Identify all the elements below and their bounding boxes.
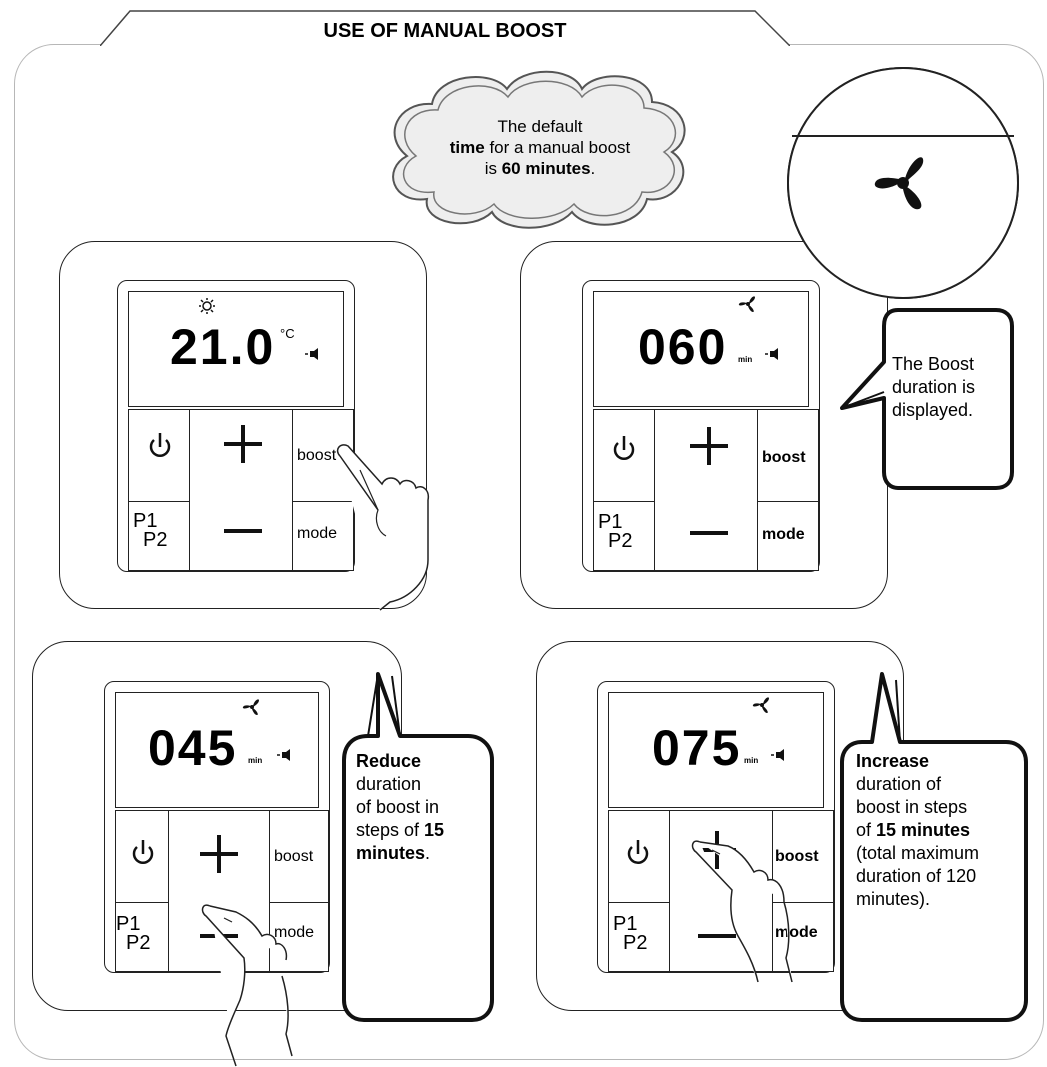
callout-line: duration of (856, 774, 942, 794)
power-button[interactable] (593, 409, 655, 502)
fan-icon (752, 697, 769, 713)
mode-button[interactable] (757, 501, 819, 571)
boost-label: boost (274, 848, 314, 865)
display-value: 045 (148, 720, 237, 776)
display-value: 060 (638, 319, 727, 375)
plus-icon (224, 425, 262, 463)
pointing-hand-icon (691, 840, 793, 983)
power-icon (132, 840, 154, 864)
p2-label: P2 (126, 932, 151, 954)
mode-label: mode (775, 924, 818, 941)
power-icon (627, 840, 649, 864)
p2-label: P2 (143, 529, 168, 551)
mode-label: mode (297, 525, 338, 542)
lcd-screen (608, 692, 824, 808)
minus-icon (224, 529, 262, 533)
thermostat-1 (117, 280, 355, 572)
p2-label: P2 (608, 530, 633, 552)
title-tab (100, 10, 790, 46)
thermostat-4 (597, 681, 835, 973)
cloud-line-3: is 60 minutes. (484, 159, 596, 178)
callout-line: boost in steps (856, 797, 968, 817)
callout-line: duration is (892, 377, 976, 397)
mode-label: mode (274, 924, 315, 941)
display-unit: min (738, 355, 752, 364)
minus-icon (690, 531, 728, 535)
thermostat-2 (582, 280, 820, 572)
cloud-shape (392, 70, 686, 229)
lcd-screen (115, 692, 319, 808)
callout-line: Reduce (356, 751, 422, 771)
callout-text-4: Increase duration of boost in steps of 1… (856, 750, 979, 911)
callout-text-3: Reduce duration of boost in steps of 15 … (356, 750, 444, 865)
callout-line: minutes). (856, 889, 931, 909)
p1-label: P1 (598, 511, 623, 533)
mode-label: mode (762, 526, 805, 543)
cloud-line-2: time for a manual boost (449, 138, 631, 157)
lcd-display-3: 045 min (148, 699, 290, 776)
callout-line: duration of 120 (856, 866, 977, 886)
callout-line: of boost in (356, 797, 440, 817)
callout-line: The Boost (892, 354, 975, 374)
display-value: 21.0 (170, 319, 275, 375)
p2-label: P2 (623, 932, 648, 954)
lcd-screen (128, 291, 344, 407)
boost-label: boost (762, 449, 806, 466)
boost-button[interactable] (772, 810, 834, 903)
callout-line: of 15 minutes (856, 820, 971, 840)
p1-label: P1 (116, 913, 141, 935)
lcd-screen (593, 291, 809, 407)
cloud-line-1: The default (497, 117, 583, 136)
lcd-display-2: 060 min (638, 296, 778, 375)
lcd-display-4: 075 min (652, 697, 784, 776)
sun-icon (199, 298, 215, 314)
mode-button[interactable] (772, 902, 834, 972)
callout-bubble-4 (840, 672, 1028, 1022)
minus-icon (698, 934, 736, 938)
callout-line: duration (356, 774, 422, 794)
pointing-hand-icon (201, 904, 293, 1067)
callout-bubble-2 (840, 308, 1014, 490)
callout-line: minutes. (356, 843, 431, 863)
fan-icon (738, 296, 755, 312)
plus-icon (200, 835, 238, 873)
callout-line: steps of 15 (356, 820, 445, 840)
plus-minus-button[interactable] (654, 409, 758, 571)
boost-label: boost (297, 447, 337, 464)
mode-button[interactable] (292, 501, 354, 571)
plus-icon (690, 427, 728, 465)
speaker-signal-icon (771, 749, 784, 761)
callout-text-2: The Boost duration is displayed. (892, 353, 975, 422)
callout-bubble-3 (342, 672, 494, 1022)
display-value: 075 (652, 720, 741, 776)
callout-line: (total maximum (856, 843, 980, 863)
lcd-display-1: 21.0 °C (170, 298, 318, 375)
display-unit: min (248, 756, 262, 765)
power-icon (149, 433, 171, 457)
p1-p2-button[interactable] (115, 902, 169, 972)
fan-icon (242, 699, 259, 715)
speaker-signal-icon (277, 749, 290, 761)
zoom-circle-overlay (787, 67, 1019, 299)
power-icon (613, 436, 635, 460)
pointing-hand-icon (336, 444, 430, 611)
p1-label: P1 (613, 913, 638, 935)
display-unit: °C (280, 326, 295, 341)
p1-label: P1 (133, 510, 158, 532)
callout-line: displayed. (892, 400, 974, 420)
page-title: USE OF MANUAL BOOST (323, 20, 567, 42)
callout-line: Increase (856, 751, 930, 771)
boost-label: boost (775, 848, 819, 865)
cloud-note: The default time for a manual boost is 6… (420, 116, 660, 179)
boost-button[interactable] (757, 409, 819, 502)
speaker-signal-icon (305, 348, 318, 360)
p1-p2-button[interactable] (593, 501, 655, 571)
speaker-signal-icon (765, 348, 778, 360)
display-unit: min (744, 756, 758, 765)
